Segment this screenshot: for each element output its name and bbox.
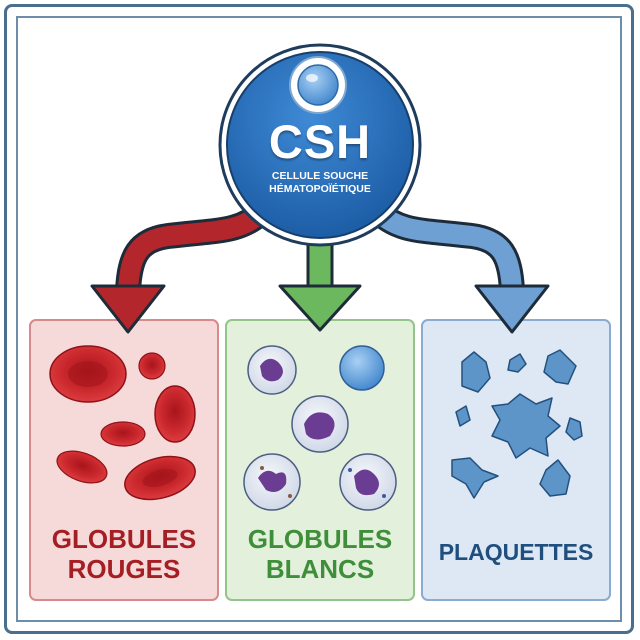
inner-frame [16,16,622,622]
platelets-illustration [451,349,583,499]
hub-abbreviation: CSH [268,115,372,168]
arrow-green [278,226,362,332]
label-globules-rouges: GLOBULES ROUGES [51,524,197,584]
outer-frame [4,4,634,634]
arrow-blue [369,202,550,334]
red-blood-cells-illustration [49,345,196,501]
label-plaquettes: PLAQUETTES [438,539,594,565]
hub-node [218,43,422,247]
white-blood-cells-illustration [243,345,397,511]
arrow-red [90,202,271,334]
label-globules-blancs: GLOBULES BLANCS [247,524,393,584]
hub-label: CSH CELLULE SOUCHE HÉMATOPOÏÉTIQUE [222,118,418,196]
hub-full-name: CELLULE SOUCHE HÉMATOPOÏÉTIQUE [269,170,371,195]
